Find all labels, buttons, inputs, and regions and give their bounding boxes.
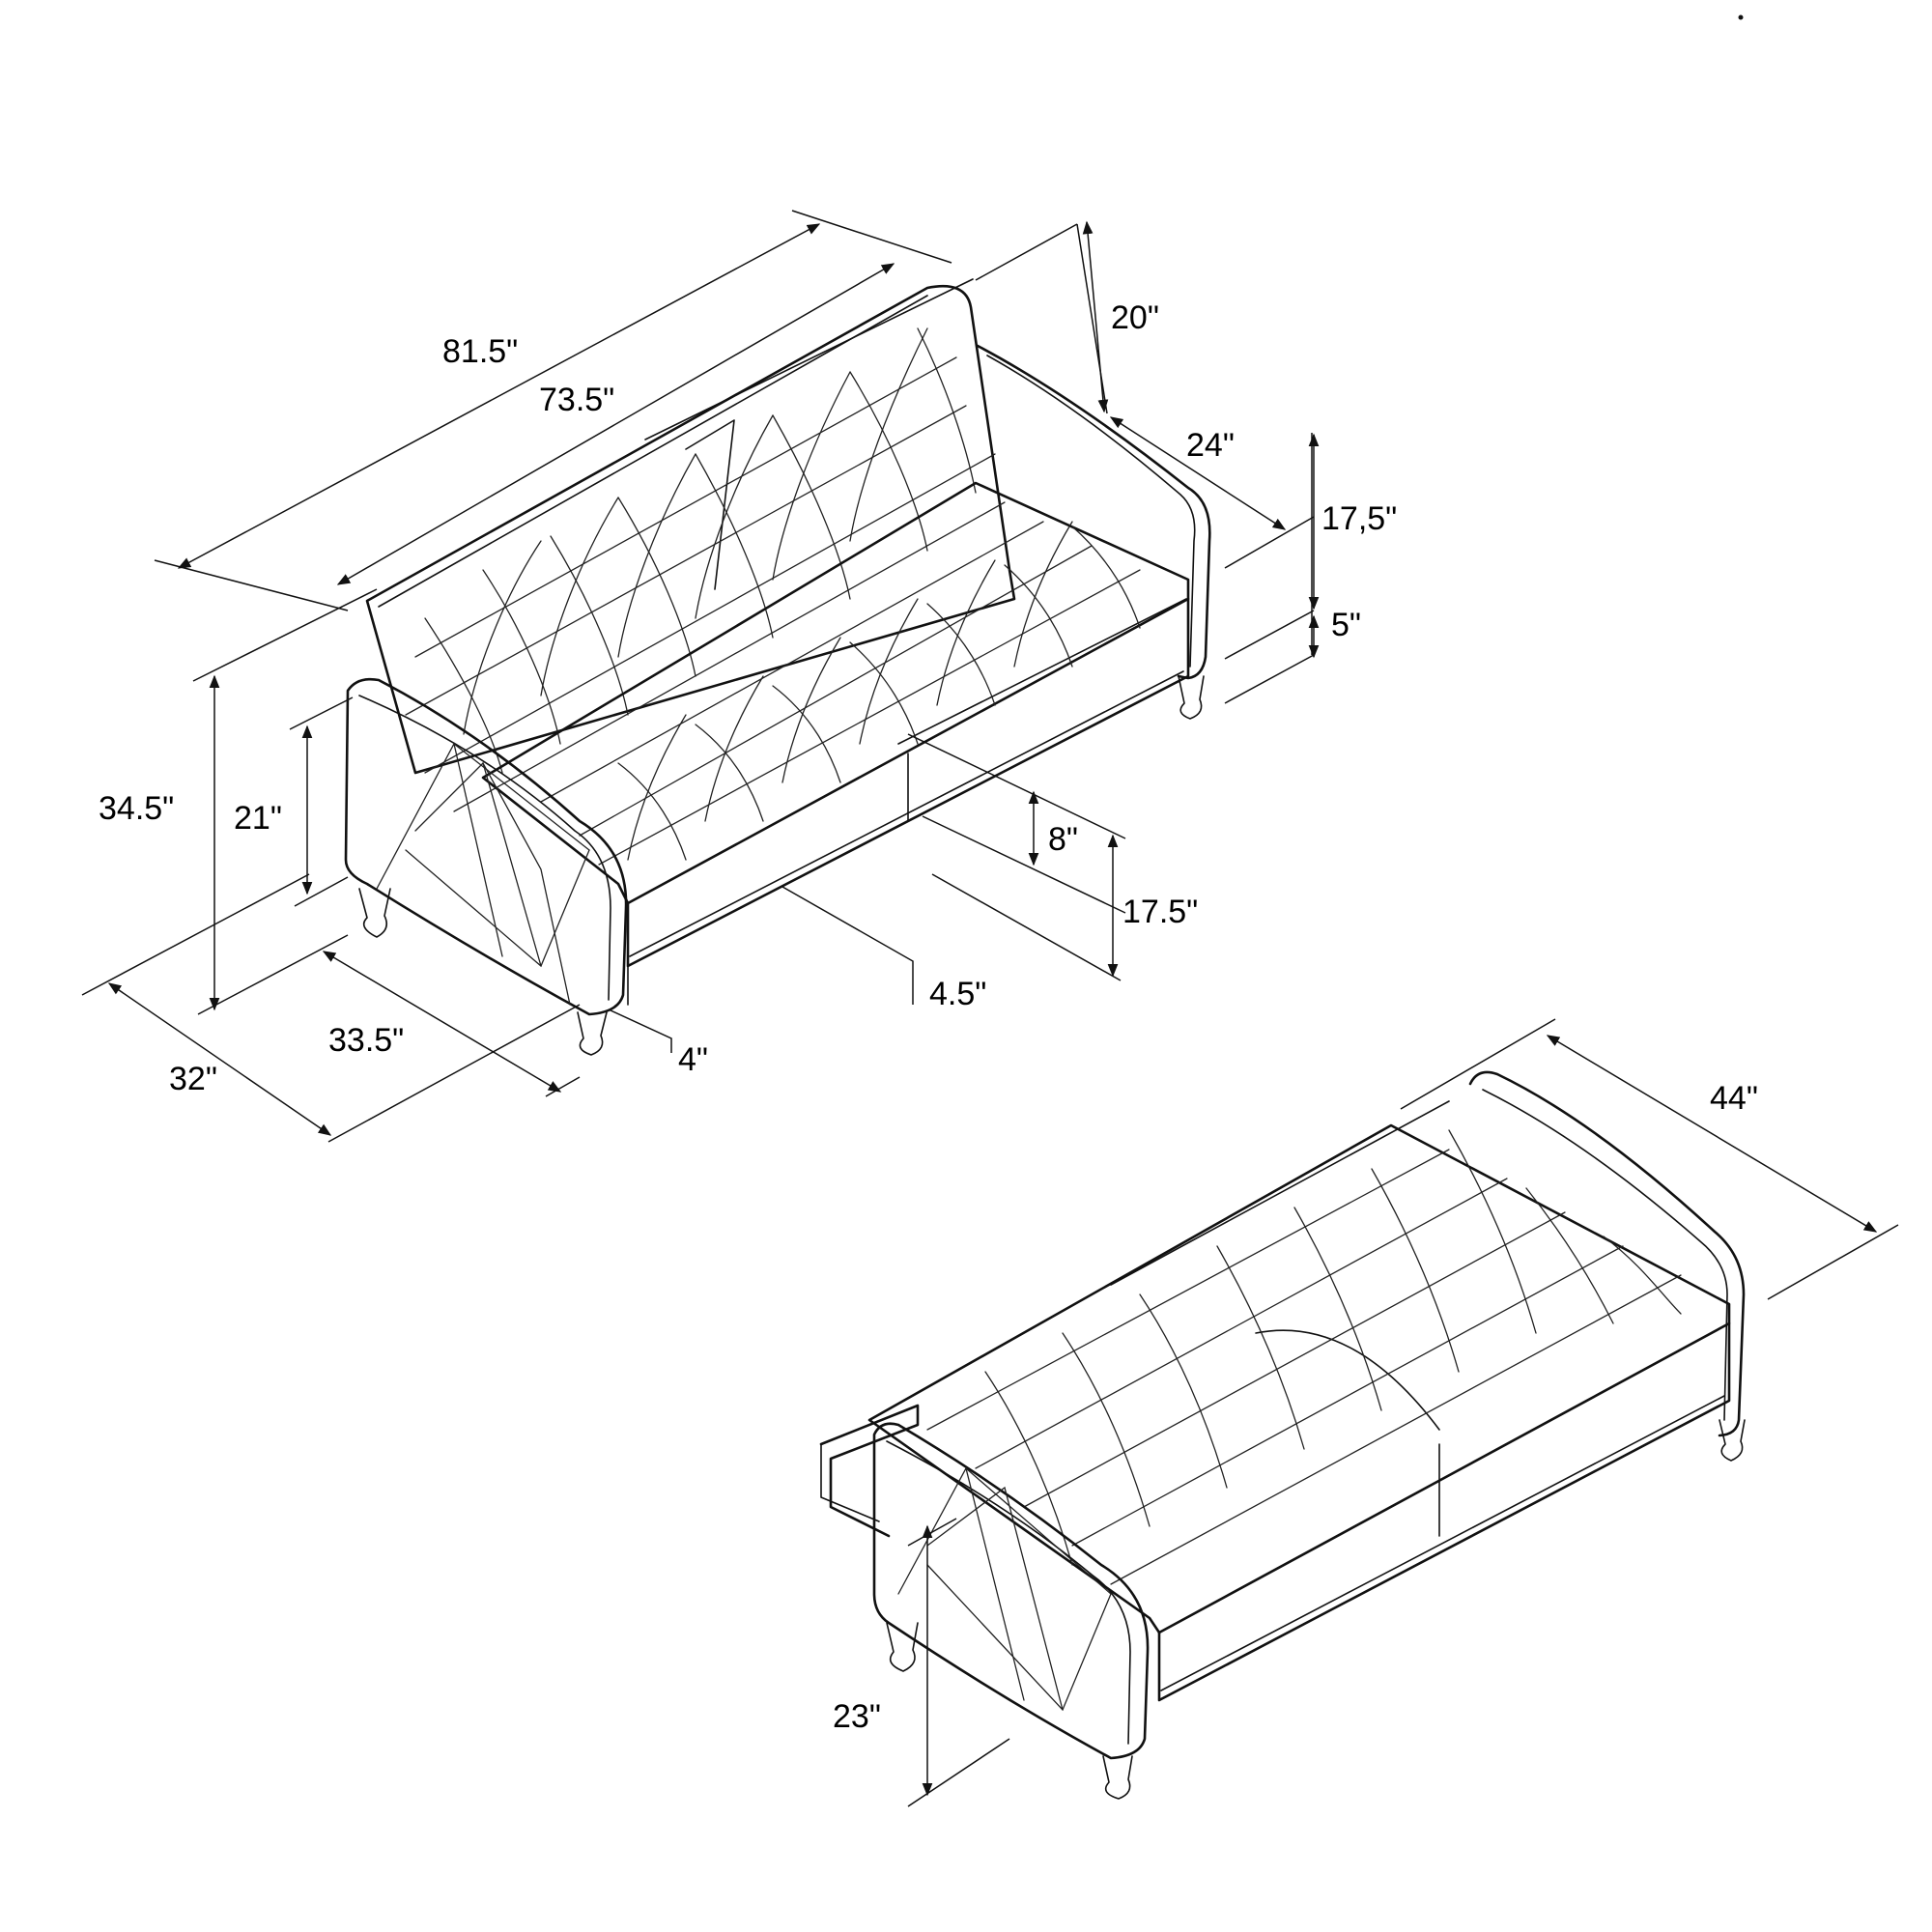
sofa-illustration bbox=[344, 278, 1211, 1056]
label-arm-height-above-leg: 17,5" bbox=[1321, 500, 1397, 537]
sofa-legs bbox=[358, 675, 1205, 1056]
sofa-bed-illustration bbox=[819, 1070, 1746, 1800]
sofa-backrest bbox=[365, 284, 1016, 775]
label-seat-width: 73.5" bbox=[539, 382, 614, 418]
label-under-clearance: 4.5" bbox=[929, 976, 986, 1012]
sofa-seat bbox=[481, 481, 1190, 905]
label-overall-depth: 32" bbox=[169, 1061, 217, 1097]
bed-storage-box bbox=[819, 1404, 920, 1538]
label-back-height: 20" bbox=[1111, 299, 1159, 336]
bed-arm-diamond-pattern bbox=[897, 1466, 1112, 1712]
label-front-leg-height: 4" bbox=[678, 1041, 708, 1078]
label-bed-depth: 44" bbox=[1710, 1080, 1758, 1117]
bed-front-frame bbox=[1157, 1321, 1731, 1702]
dimension-lines bbox=[81, 210, 1899, 1807]
bed-legs bbox=[886, 1419, 1746, 1800]
bed-tufting bbox=[926, 1129, 1682, 1585]
bed-left-arm bbox=[872, 1422, 1150, 1760]
label-seat-height: 17.5" bbox=[1122, 894, 1198, 930]
sofa-left-arm bbox=[344, 677, 628, 1016]
dimension-labels: 81.5" 73.5" 20" 24" 17,5" 5" 34.5" 21" 8… bbox=[99, 299, 1758, 1735]
label-overall-width: 81.5" bbox=[442, 333, 518, 370]
bed-mattress bbox=[867, 1123, 1731, 1634]
label-arm-height: 21" bbox=[234, 800, 282, 837]
seat-tufting bbox=[540, 521, 1141, 866]
back-tufting bbox=[405, 327, 1006, 812]
bed-right-arm bbox=[1468, 1070, 1746, 1437]
label-overall-height: 34.5" bbox=[99, 790, 174, 827]
label-side-leg-height: 5" bbox=[1331, 607, 1361, 643]
sofa-front-frame bbox=[626, 597, 1190, 968]
label-inner-depth: 33.5" bbox=[328, 1022, 404, 1059]
label-seat-depth: 24" bbox=[1186, 427, 1235, 464]
label-cushion-thickness: 8" bbox=[1048, 821, 1078, 858]
sofa-right-arm bbox=[976, 344, 1211, 680]
label-bed-height: 23" bbox=[833, 1698, 881, 1735]
arm-diamond-pattern bbox=[376, 742, 590, 1006]
dot-mark bbox=[1738, 14, 1744, 20]
